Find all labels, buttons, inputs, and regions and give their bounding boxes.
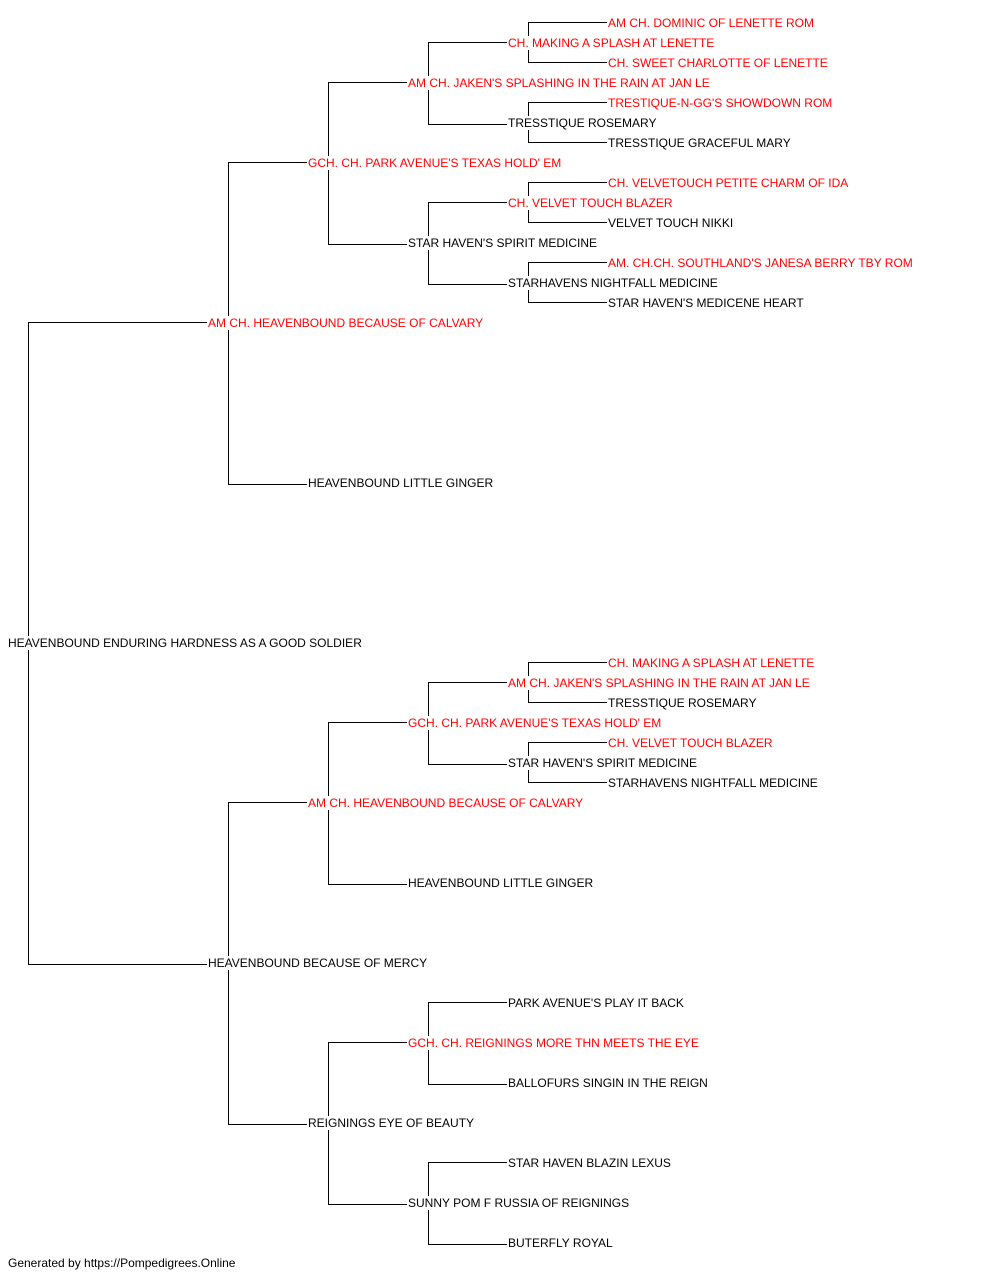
footer-credit: Generated by https://Pompedigrees.Online — [8, 1256, 236, 1270]
pedigree-ancestor: VELVET TOUCH NIKKI — [607, 216, 735, 230]
pedigree-ancestor: STAR HAVEN BLAZIN LEXUS — [507, 1156, 672, 1170]
pedigree-ancestor: GCH. CH. PARK AVENUE'S TEXAS HOLD' EM — [407, 716, 663, 730]
pedigree-ancestor: AM CH. HEAVENBOUND BECAUSE OF CALVARY — [307, 796, 585, 810]
pedigree-ancestor: AM CH. JAKEN'S SPLASHING IN THE RAIN AT … — [507, 676, 811, 690]
pedigree-ancestor: CH. VELVETOUCH PETITE CHARM OF IDA — [607, 176, 850, 190]
pedigree-ancestor: STARHAVENS NIGHTFALL MEDICINE — [607, 776, 819, 790]
pedigree-ancestor: REIGNINGS EYE OF BEAUTY — [307, 1116, 476, 1130]
pedigree-ancestor: HEAVENBOUND BECAUSE OF MERCY — [207, 956, 429, 970]
pedigree-ancestor: CH. SWEET CHARLOTTE OF LENETTE — [607, 56, 829, 70]
pedigree-ancestor: HEAVENBOUND LITTLE GINGER — [407, 876, 595, 890]
pedigree-ancestor: AM CH. JAKEN'S SPLASHING IN THE RAIN AT … — [407, 76, 711, 90]
pedigree-ancestor: PARK AVENUE'S PLAY IT BACK — [507, 996, 685, 1010]
pedigree-ancestor: CH. VELVET TOUCH BLAZER — [507, 196, 674, 210]
pedigree-ancestor: AM. CH.CH. SOUTHLAND'S JANESA BERRY TBY … — [607, 256, 914, 270]
pedigree-ancestor: SUNNY POM F RUSSIA OF REIGNINGS — [407, 1196, 631, 1210]
pedigree-ancestor: STAR HAVEN'S SPIRIT MEDICINE — [407, 236, 598, 250]
pedigree-ancestor: CH. VELVET TOUCH BLAZER — [607, 736, 774, 750]
pedigree-ancestor: BUTERFLY ROYAL — [507, 1236, 614, 1250]
pedigree-ancestor: TRESSTIQUE ROSEMARY — [507, 116, 658, 130]
pedigree-ancestor: TRESSTIQUE GRACEFUL MARY — [607, 136, 792, 150]
pedigree-ancestor: AM CH. HEAVENBOUND BECAUSE OF CALVARY — [207, 316, 485, 330]
pedigree-ancestor: STAR HAVEN'S MEDICENE HEART — [607, 296, 805, 310]
pedigree-ancestor: CH. MAKING A SPLASH AT LENETTE — [507, 36, 716, 50]
pedigree-ancestor: TRESSTIQUE ROSEMARY — [607, 696, 758, 710]
pedigree-ancestor: HEAVENBOUND LITTLE GINGER — [307, 476, 495, 490]
pedigree-root-dog: HEAVENBOUND ENDURING HARDNESS AS A GOOD … — [7, 636, 363, 650]
pedigree-ancestor: GCH. CH. PARK AVENUE'S TEXAS HOLD' EM — [307, 156, 563, 170]
pedigree-ancestor: TRESTIQUE-N-GG'S SHOWDOWN ROM — [607, 96, 834, 110]
pedigree-ancestor: STAR HAVEN'S SPIRIT MEDICINE — [507, 756, 698, 770]
pedigree-ancestor: STARHAVENS NIGHTFALL MEDICINE — [507, 276, 719, 290]
pedigree-ancestor: CH. MAKING A SPLASH AT LENETTE — [607, 656, 816, 670]
pedigree-ancestor: BALLOFURS SINGIN IN THE REIGN — [507, 1076, 709, 1090]
pedigree-ancestor: GCH. CH. REIGNINGS MORE THN MEETS THE EY… — [407, 1036, 700, 1050]
pedigree-ancestor: AM CH. DOMINIC OF LENETTE ROM — [607, 16, 816, 30]
